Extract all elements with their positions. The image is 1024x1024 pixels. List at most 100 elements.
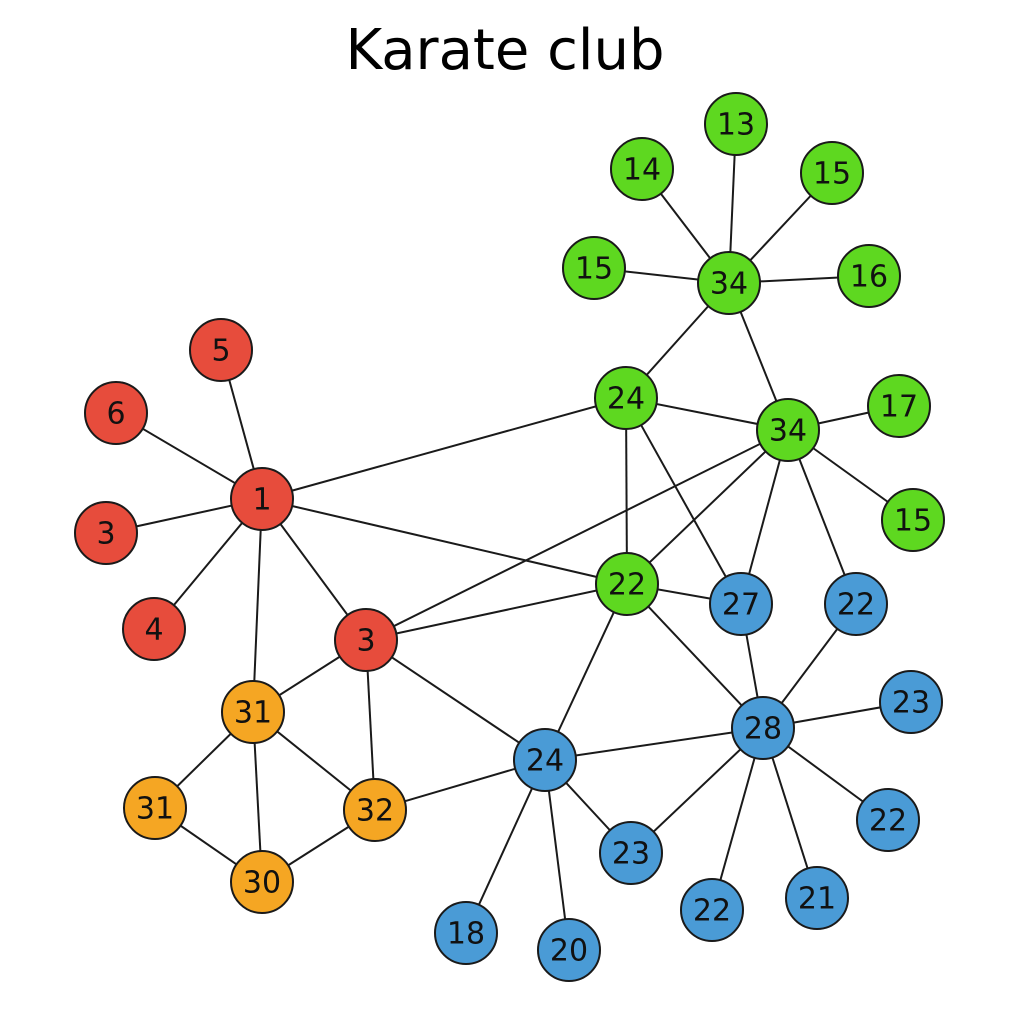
node-label: 32 (356, 794, 394, 829)
graph-node[interactable]: 15 (881, 488, 945, 552)
graph-node[interactable]: 18 (434, 901, 498, 965)
graph-node[interactable]: 14 (610, 137, 674, 201)
node-circle-red[interactable] (334, 608, 398, 672)
graph-node[interactable]: 34 (756, 398, 820, 462)
edge-34b-22g (626, 429, 789, 585)
node-circle-orange[interactable] (123, 776, 187, 840)
graph-node[interactable]: 6 (84, 381, 148, 445)
graph-node[interactable]: 1 (230, 467, 294, 531)
edge-3b-22g (365, 583, 628, 641)
node-label: 24 (607, 382, 645, 417)
graph-node[interactable]: 17 (867, 374, 931, 438)
node-label: 6 (106, 397, 125, 432)
node-label: 3 (96, 517, 115, 552)
node-label: 17 (880, 390, 918, 425)
node-circle-green[interactable] (704, 92, 768, 156)
node-circle-green[interactable] (697, 251, 761, 315)
graph-node[interactable]: 34 (697, 251, 761, 315)
node-label: 31 (136, 792, 174, 827)
node-label: 15 (575, 252, 613, 287)
graph-node[interactable]: 22 (856, 788, 920, 852)
edge-34b-3b (365, 429, 789, 641)
node-circle-green[interactable] (595, 552, 659, 616)
graph-node[interactable]: 13 (704, 92, 768, 156)
graph-node[interactable]: 3 (74, 501, 138, 565)
node-circle-blue[interactable] (879, 670, 943, 734)
node-label: 31 (234, 696, 272, 731)
graph-node[interactable]: 4 (122, 597, 186, 661)
node-circle-blue[interactable] (599, 821, 663, 885)
node-circle-blue[interactable] (513, 728, 577, 792)
graph-node[interactable]: 16 (837, 244, 901, 308)
page-title: Karate club (345, 18, 665, 83)
node-label: 23 (612, 837, 650, 872)
node-circle-blue[interactable] (731, 696, 795, 760)
graph-node[interactable]: 23 (879, 670, 943, 734)
graph-node[interactable]: 28 (731, 696, 795, 760)
edge-3b-24b (365, 639, 546, 761)
graph-node[interactable]: 31 (123, 776, 187, 840)
graph-node[interactable]: 22 (595, 552, 659, 616)
node-circle-blue[interactable] (824, 572, 888, 636)
node-circle-blue[interactable] (680, 878, 744, 942)
node-label: 16 (850, 260, 888, 295)
node-circle-green[interactable] (867, 374, 931, 438)
node-circle-green[interactable] (756, 398, 820, 462)
graph-node[interactable]: 21 (785, 866, 849, 930)
node-label: 13 (717, 108, 755, 143)
graph-node[interactable]: 32 (343, 778, 407, 842)
edge-1-31a (252, 498, 263, 713)
node-label: 15 (813, 157, 851, 192)
node-circle-red[interactable] (74, 501, 138, 565)
node-circle-blue[interactable] (785, 866, 849, 930)
node-circle-green[interactable] (800, 141, 864, 205)
node-circle-green[interactable] (610, 137, 674, 201)
node-label: 4 (144, 613, 163, 648)
node-label: 22 (869, 804, 907, 839)
node-circle-red[interactable] (84, 381, 148, 445)
node-circle-green[interactable] (562, 236, 626, 300)
edge-24g-27 (625, 397, 742, 605)
node-circle-green[interactable] (881, 488, 945, 552)
graph-node[interactable]: 30 (230, 850, 294, 914)
graph-node[interactable]: 22 (824, 572, 888, 636)
node-label: 34 (710, 267, 748, 302)
graph-node[interactable]: 15 (562, 236, 626, 300)
graph-node[interactable]: 15 (800, 141, 864, 205)
node-circle-blue[interactable] (709, 572, 773, 636)
node-circle-orange[interactable] (230, 850, 294, 914)
node-label: 21 (798, 882, 836, 917)
node-circle-orange[interactable] (221, 680, 285, 744)
graph-node[interactable]: 3 (334, 608, 398, 672)
graph-node[interactable]: 20 (537, 918, 601, 982)
node-label: 28 (744, 712, 782, 747)
node-circle-blue[interactable] (537, 918, 601, 982)
edges-layer (105, 123, 914, 951)
node-label: 24 (526, 744, 564, 779)
node-circle-green[interactable] (594, 366, 658, 430)
node-label: 30 (243, 866, 281, 901)
graph-node[interactable]: 24 (513, 728, 577, 792)
graph-node[interactable]: 24 (594, 366, 658, 430)
node-circle-blue[interactable] (856, 788, 920, 852)
graph-node[interactable]: 5 (189, 318, 253, 382)
node-circle-red[interactable] (189, 318, 253, 382)
node-circle-red[interactable] (122, 597, 186, 661)
graph-node[interactable]: 22 (680, 878, 744, 942)
graph-node[interactable]: 31 (221, 680, 285, 744)
node-circle-orange[interactable] (343, 778, 407, 842)
node-label: 18 (447, 917, 485, 952)
node-label: 22 (693, 894, 731, 929)
graph-node[interactable]: 23 (599, 821, 663, 885)
node-label: 22 (837, 588, 875, 623)
edge-1-22g (261, 498, 628, 585)
node-circle-green[interactable] (837, 244, 901, 308)
node-label: 1 (252, 483, 271, 518)
node-circle-red[interactable] (230, 467, 294, 531)
node-label: 5 (211, 334, 230, 369)
graph-node[interactable]: 27 (709, 572, 773, 636)
node-circle-blue[interactable] (434, 901, 498, 965)
edge-1-24g (261, 397, 627, 500)
